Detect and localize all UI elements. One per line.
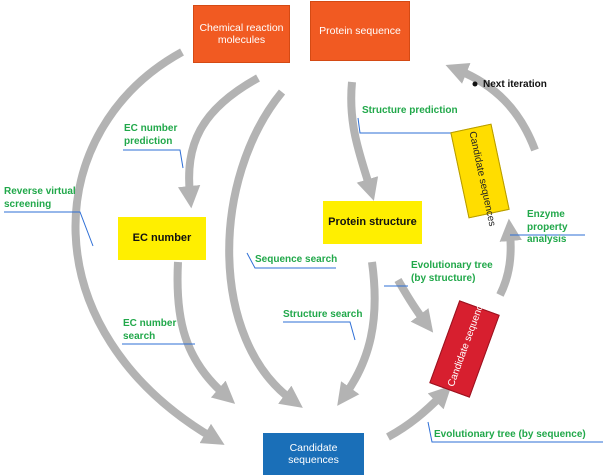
node-chemical-reaction-molecules: Chemical reaction molecules — [193, 5, 290, 63]
node-candidate-bottom-text: Candidate sequences — [288, 441, 339, 466]
label-next-iteration: Next iteration — [483, 79, 547, 90]
arrow-enzyme-property — [496, 218, 522, 297]
leader-structure-search — [283, 321, 356, 341]
label-evo-structure: Evolutionary tree (by structure) — [411, 260, 493, 284]
leader-evo-sequence — [427, 421, 603, 443]
arrow-sequence-search — [225, 89, 303, 408]
label-reverse-screening: Reverse virtual screening — [4, 186, 76, 210]
label-ec-search: EC number search — [123, 318, 177, 342]
arrow-structure-search — [337, 261, 379, 406]
label-enzyme-property: Enzyme property analysis — [527, 209, 568, 245]
arrow-ec-search — [173, 261, 236, 404]
leader-sequence-search — [246, 252, 336, 269]
leader-reverse-screening — [4, 211, 94, 247]
node-protein-sequence: Protein sequence — [310, 1, 410, 61]
node-candidate-top-text: Candidate sequences — [466, 130, 498, 228]
label-structure-search: Structure search — [283, 309, 363, 320]
arrow-ec-prediction — [177, 74, 260, 209]
node-protein-structure: Protein structure — [323, 201, 422, 244]
label-structure-prediction: Structure prediction — [362, 105, 458, 116]
arrow-evo-sequence — [386, 385, 452, 441]
next-iteration-bullet — [472, 81, 478, 87]
node-ec-number: EC number — [118, 217, 206, 260]
node-ec-number-text: EC number — [132, 232, 192, 245]
node-chemical-text: Chemical reaction molecules — [199, 21, 284, 46]
arrow-structure-prediction — [347, 81, 379, 201]
arrow-evo-structure — [394, 277, 434, 333]
leader-ec-prediction — [123, 149, 184, 169]
arrow-next-iteration — [445, 62, 539, 152]
label-evo-sequence: Evolutionary tree (by sequence) — [434, 429, 586, 440]
label-ec-prediction: EC number prediction — [124, 123, 178, 147]
label-sequence-search: Sequence search — [255, 254, 338, 265]
node-protein-seq-text: Protein sequence — [319, 24, 401, 37]
leader-structure-prediction — [357, 117, 456, 134]
node-protein-structure-text: Protein structure — [328, 216, 417, 229]
arrow-reverse-screening — [71, 48, 225, 445]
node-candidate-sequences-bottom: Candidate sequences — [263, 433, 364, 475]
